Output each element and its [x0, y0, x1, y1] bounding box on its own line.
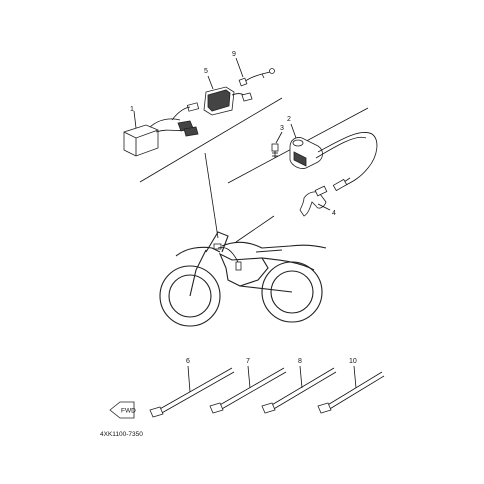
callout-6: 6 — [186, 358, 190, 365]
fwd-arrow-icon: FWD — [109, 401, 136, 419]
part-bolt[interactable] — [271, 131, 283, 158]
callout-4: 4 — [332, 210, 336, 217]
part-cdi-unit[interactable] — [123, 102, 200, 157]
part-ignition-coil[interactable] — [289, 123, 378, 187]
callout-8: 8 — [298, 358, 302, 365]
part-cable-band-8[interactable] — [261, 365, 337, 414]
part-rectifier-regulator[interactable] — [203, 75, 253, 116]
panel-divider-lines — [139, 97, 369, 243]
part-cable-band-10[interactable] — [317, 365, 385, 414]
callout-2: 2 — [287, 116, 291, 123]
part-cable-band-6[interactable] — [149, 365, 235, 418]
part-spark-plug-cap[interactable] — [299, 177, 351, 217]
fwd-label: FWD — [121, 408, 136, 415]
motorcycle-outline — [159, 231, 327, 327]
callout-9: 9 — [232, 51, 236, 58]
callout-1: 1 — [130, 106, 134, 113]
diagram-code: 4XK1100-7350 — [100, 431, 143, 438]
part-cable-band-7[interactable] — [209, 365, 287, 414]
callout-3: 3 — [280, 125, 284, 132]
callout-5: 5 — [204, 68, 208, 75]
callout-10: 10 — [349, 358, 357, 365]
part-wire-lead[interactable] — [235, 57, 275, 87]
callout-7: 7 — [246, 358, 250, 365]
